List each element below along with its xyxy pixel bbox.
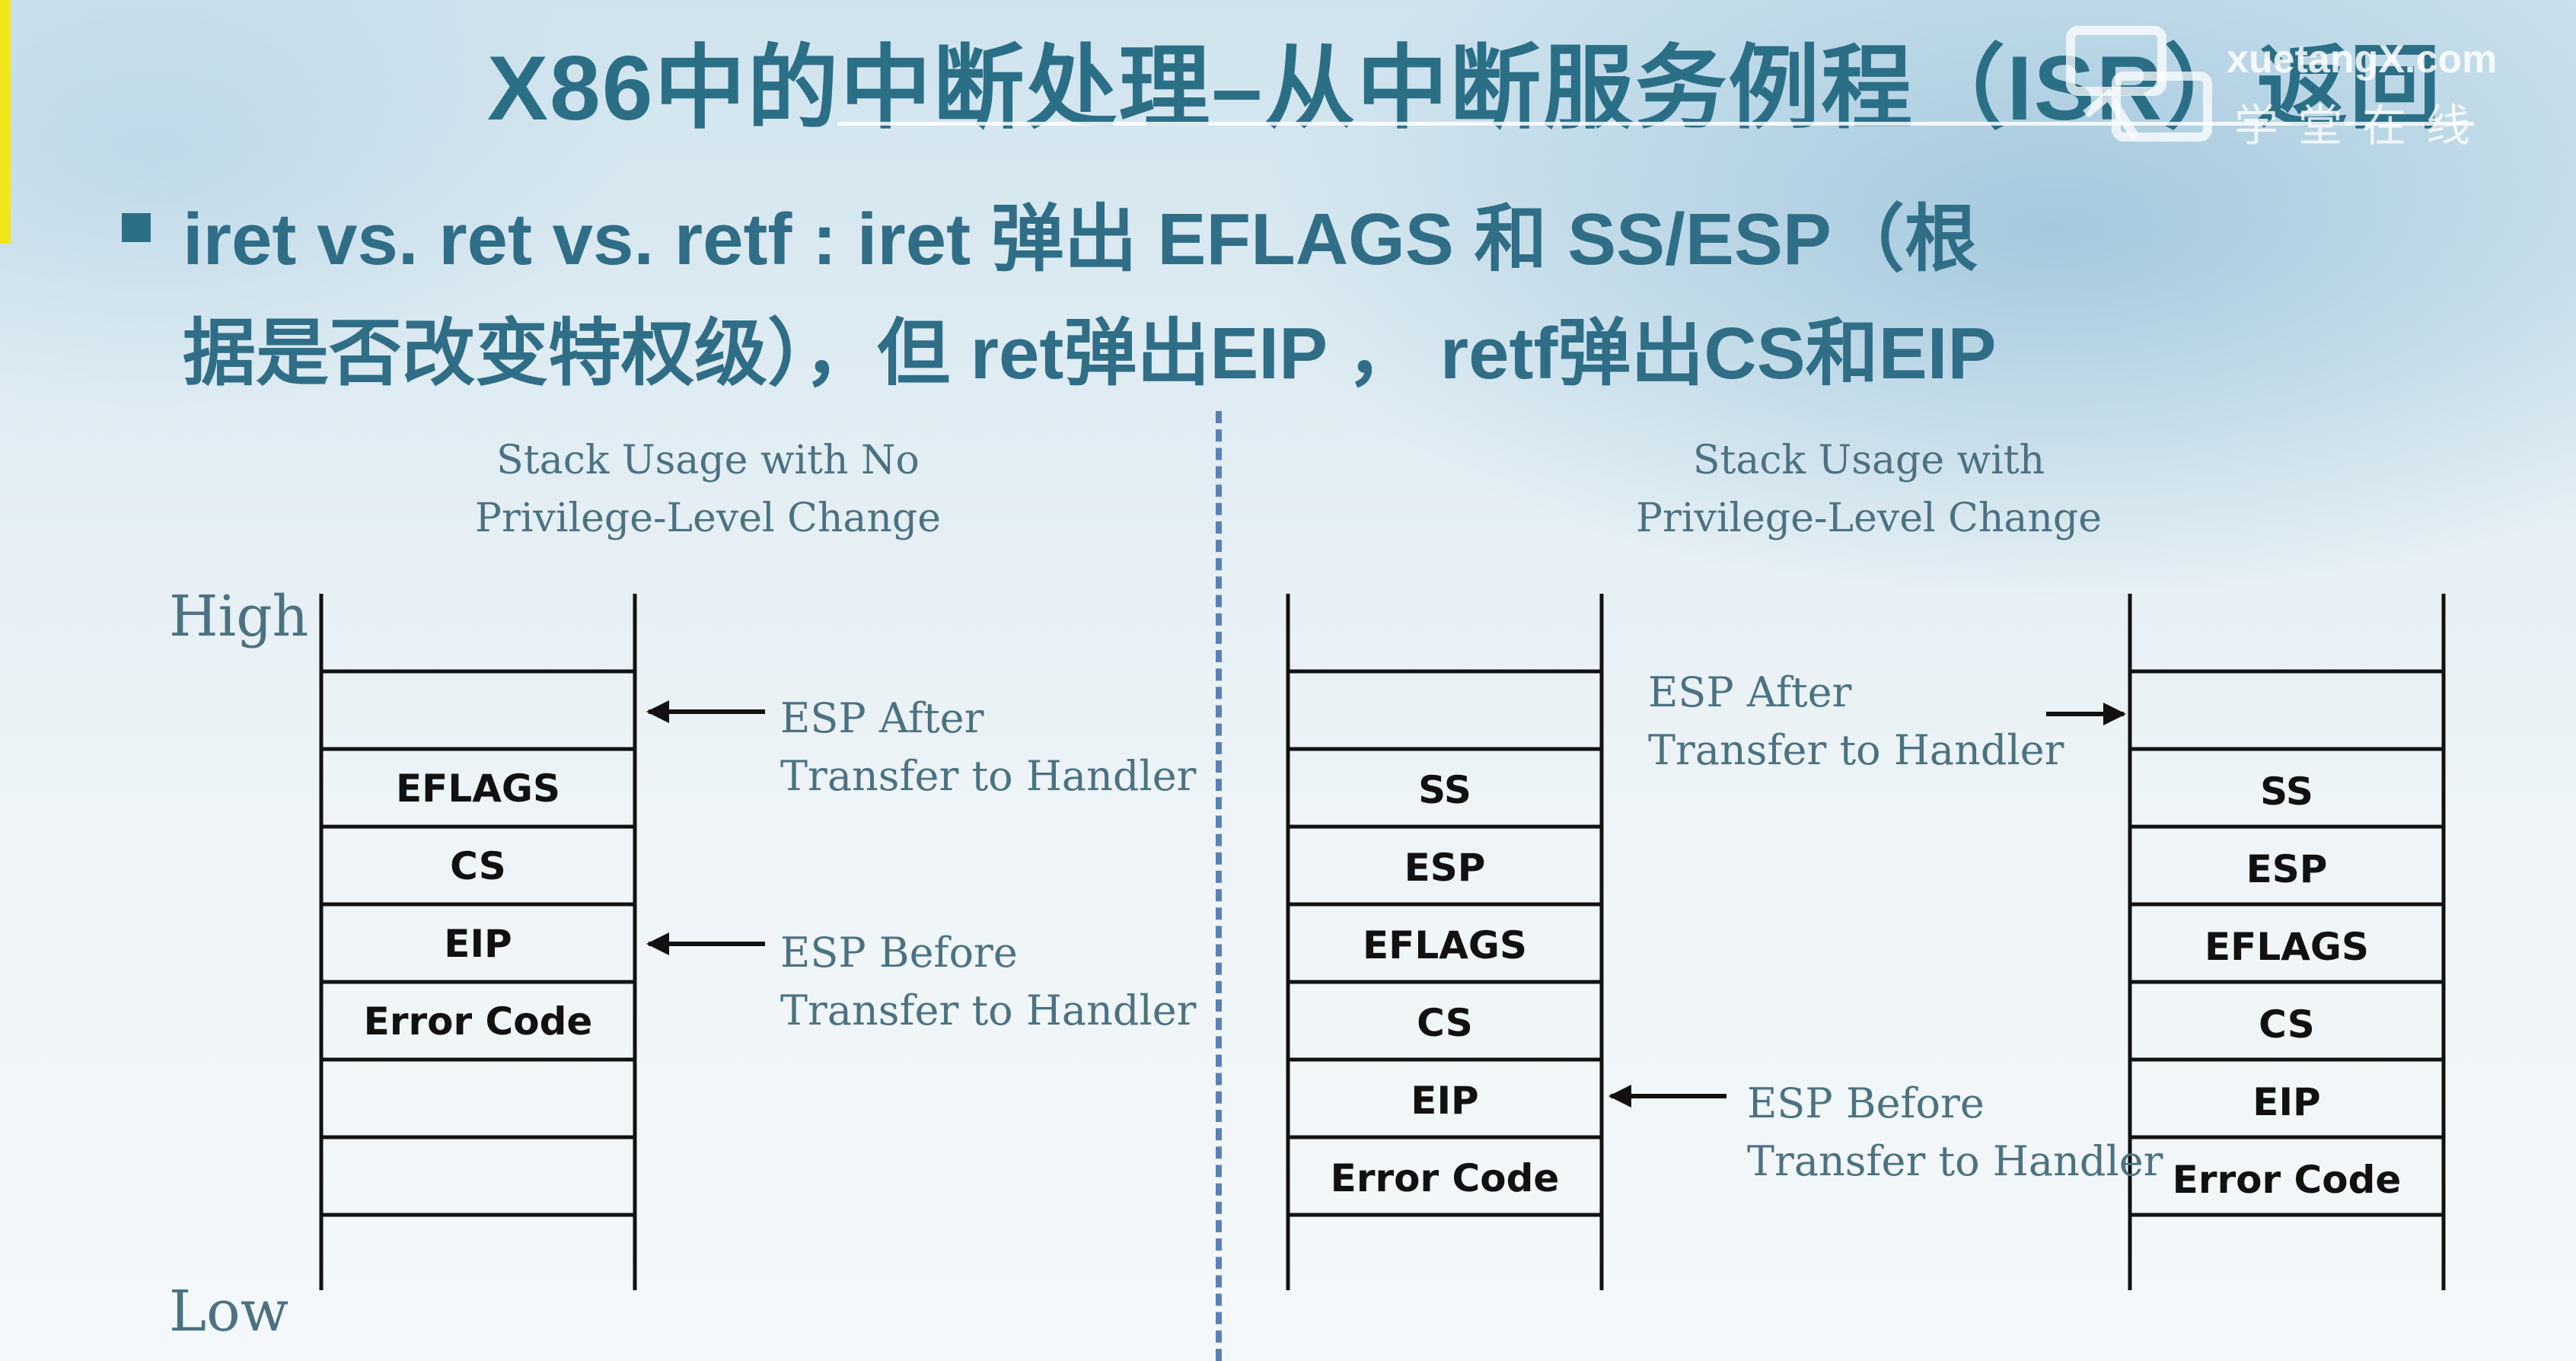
bullet-line-1: iret vs. ret vs. retf : iret 弹出 EFLAGS 和… <box>183 199 1978 280</box>
right-stack-a-cell: SS <box>1418 768 1471 812</box>
right-stack-a <box>1286 594 1604 1290</box>
watermark-cn: 学堂在线 <box>2234 101 2491 151</box>
bullet-text: iret vs. ret vs. retf : iret 弹出 EFLAGS 和… <box>183 183 1997 411</box>
panel-divider <box>1216 411 1222 1361</box>
bullet-line-2: 据是否改变特权级），但 ret弹出EIP ， retf弹出CS和EIP <box>183 313 1997 394</box>
right-stack-b-cell: EFLAGS <box>2205 925 2369 969</box>
left-caption-line-2: Privilege-Level Change <box>475 496 941 541</box>
right-stack-a-cell: EFLAGS <box>1363 923 1527 967</box>
low-label: Low <box>169 1279 289 1344</box>
xuetangx-logo-icon <box>2066 26 2212 142</box>
right-stack-a-cell: CS <box>1417 1001 1473 1045</box>
left-esp-before-line-2: Transfer to Handler <box>780 986 1197 1034</box>
bullet-marker <box>122 213 151 242</box>
left-caption-line-1: Stack Usage with No <box>496 438 920 483</box>
right-stack-a-cell: Error Code <box>1331 1156 1560 1200</box>
right-caption-line-1: Stack Usage with <box>1693 438 2045 483</box>
right-caption-line-2: Privilege-Level Change <box>1636 496 2102 541</box>
left-stack-cell: Error Code <box>364 999 593 1044</box>
right-stack-b-cell: ESP <box>2246 847 2328 891</box>
watermark: xuetangX.com 学堂在线 <box>2063 15 2565 152</box>
left-stack-cell: CS <box>450 844 506 888</box>
right-stack-b-cell: EIP <box>2252 1080 2320 1124</box>
right-esp-after-line-2: Transfer to Handler <box>1648 726 2064 774</box>
left-esp-after-line-2: Transfer to Handler <box>780 752 1197 800</box>
left-stack <box>319 594 637 1290</box>
left-esp-before-line-1: ESP Before <box>780 929 1018 977</box>
title-underline <box>837 122 2474 126</box>
high-label: High <box>169 584 308 649</box>
right-stack-b-cell: Error Code <box>2173 1158 2402 1202</box>
right-stack-b <box>2128 594 2446 1290</box>
watermark-site: xuetangX.com <box>2227 37 2498 81</box>
right-esp-before-line-2: Transfer to Handler <box>1747 1137 2163 1185</box>
right-stack-b-cell: SS <box>2260 770 2313 814</box>
left-esp-after-line-1: ESP After <box>780 694 984 742</box>
left-stack-cell: EFLAGS <box>396 767 560 811</box>
right-stack-a-cell: EIP <box>1411 1079 1478 1123</box>
right-stack-a-cell: ESP <box>1404 846 1486 890</box>
right-esp-after-line-1: ESP After <box>1648 668 1852 716</box>
right-esp-before-line-1: ESP Before <box>1747 1079 1985 1127</box>
right-stack-b-cell: CS <box>2259 1002 2315 1047</box>
accent-bar <box>0 0 11 244</box>
left-stack-cell: EIP <box>444 922 512 966</box>
